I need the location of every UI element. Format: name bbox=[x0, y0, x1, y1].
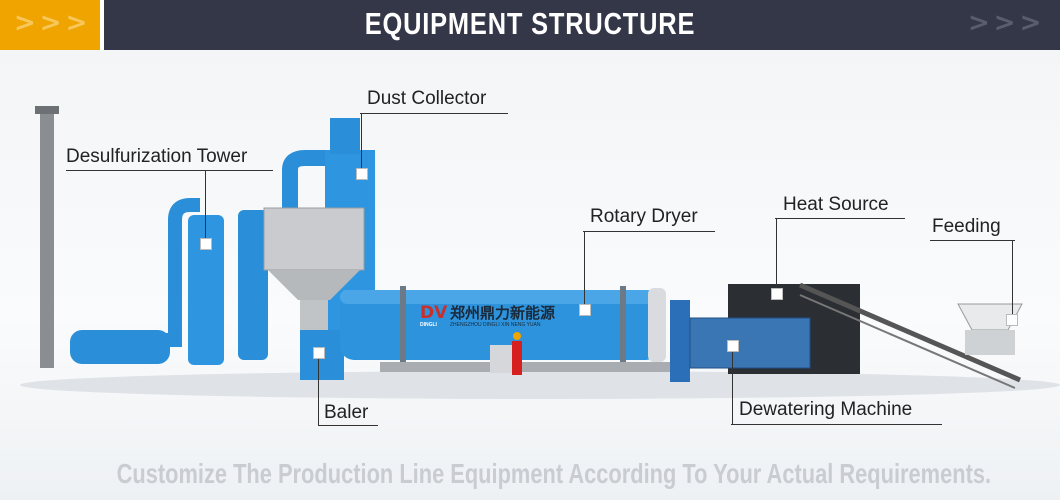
ground-shadow bbox=[20, 371, 1060, 399]
marker bbox=[356, 168, 368, 180]
chevron-right-icon: >>> bbox=[14, 8, 92, 38]
drum-logo-pinyin: ZHENGZHOU DINGLI XIN NENG YUAN bbox=[450, 322, 541, 328]
chimney bbox=[40, 112, 54, 368]
leader-line bbox=[205, 170, 206, 240]
label-dewatering-machine: Dewatering Machine bbox=[739, 399, 913, 420]
marker bbox=[771, 288, 783, 300]
tower-2 bbox=[238, 210, 268, 360]
worker bbox=[512, 341, 522, 375]
divider bbox=[360, 113, 508, 114]
dewatering-machine bbox=[689, 317, 811, 369]
marker bbox=[313, 347, 325, 359]
duct bbox=[165, 198, 200, 347]
leader-line bbox=[732, 348, 733, 424]
divider bbox=[66, 170, 273, 171]
page-title: EQUIPMENT STRUCTURE bbox=[364, 6, 696, 41]
header-bar: >>> bbox=[104, 0, 1060, 50]
marker bbox=[200, 238, 212, 250]
drum-logo-chinese: 郑州鼎力新能源 bbox=[450, 304, 555, 322]
divider bbox=[930, 240, 1015, 241]
divider bbox=[731, 424, 942, 425]
leader-line bbox=[361, 113, 362, 173]
svg-text:DV: DV bbox=[420, 303, 448, 323]
marker bbox=[579, 304, 591, 316]
desulfurization-tower bbox=[188, 215, 224, 365]
marker bbox=[1006, 314, 1018, 326]
leader-line bbox=[318, 355, 319, 425]
horizontal-tank bbox=[70, 330, 170, 364]
leader-line bbox=[776, 218, 777, 290]
hopper bbox=[263, 207, 365, 271]
label-desulfurization-tower: Desulfurization Tower bbox=[66, 146, 248, 167]
leader-line bbox=[584, 231, 585, 306]
label-heat-source: Heat Source bbox=[783, 194, 889, 215]
chevron-right-icon: >>> bbox=[968, 8, 1046, 38]
marker bbox=[727, 340, 739, 352]
feeding-conveyor bbox=[799, 282, 1021, 383]
label-feeding: Feeding bbox=[932, 216, 1001, 237]
chimney-cap bbox=[35, 106, 59, 114]
divider bbox=[318, 425, 378, 426]
label-rotary-dryer: Rotary Dryer bbox=[590, 206, 698, 227]
header-accent-block: >>> bbox=[0, 0, 100, 50]
divider bbox=[583, 231, 715, 232]
label-dust-collector: Dust Collector bbox=[367, 88, 487, 109]
divider bbox=[775, 218, 905, 219]
footer-tagline: Customize The Production Line Equipment … bbox=[116, 458, 992, 489]
label-baler: Baler bbox=[324, 402, 369, 423]
leader-line bbox=[1012, 240, 1013, 316]
drum-logo-brand: DINGLI bbox=[420, 322, 438, 328]
